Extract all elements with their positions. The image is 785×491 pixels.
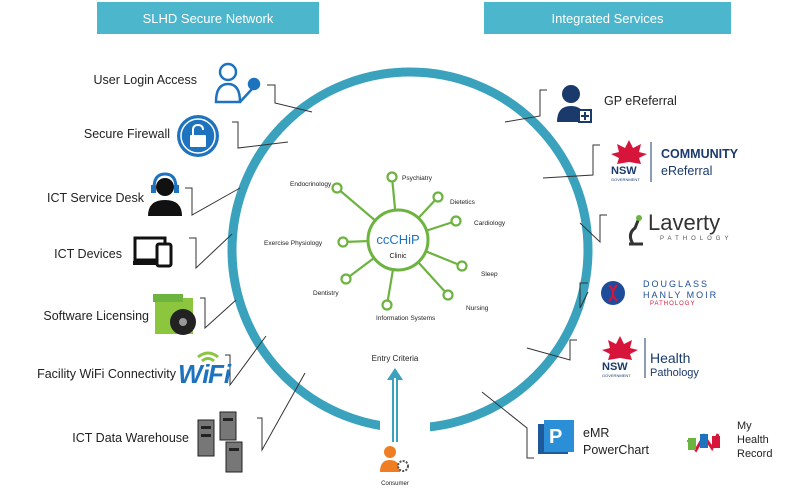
spoke-label: Cardiology	[474, 220, 506, 227]
consumer-icon	[380, 446, 409, 472]
clinic-hub	[366, 208, 430, 272]
my-health-record-icon	[686, 433, 720, 453]
clinic-subtitle: Clinic	[389, 253, 407, 260]
left-item-label: Software Licensing	[43, 309, 149, 323]
headset-user-icon	[148, 172, 182, 216]
right-connectors	[481, 89, 607, 459]
svg-text:Fi: Fi	[208, 359, 232, 389]
dhm-pathology-label: PATHOLOGY	[650, 301, 696, 307]
government-text-2: GOVERNMENT	[602, 373, 631, 378]
laverty-label: Laverty	[648, 210, 721, 235]
clinic-title: ccCHiP	[376, 232, 419, 247]
gp-ereferral-label: GP eReferral	[604, 94, 677, 108]
entry-criteria-label: Entry Criteria	[372, 354, 419, 363]
left-item-label: User Login Access	[93, 73, 197, 87]
left-item-label: ICT Data Warehouse	[72, 431, 189, 445]
nsw-text: NSW	[611, 165, 637, 177]
lock-icon	[177, 115, 219, 157]
entry-arrow	[387, 368, 403, 442]
integrated-services-header: Integrated Services	[484, 2, 731, 34]
left-item-label: ICT Devices	[54, 247, 122, 261]
health-record-label: Health	[737, 434, 769, 446]
nsw-text-2: NSW	[602, 361, 628, 373]
user-key-icon	[214, 62, 261, 104]
community-ereferral-label: eReferral	[661, 164, 713, 178]
devices-icon	[133, 236, 173, 268]
microscope-icon	[628, 215, 643, 246]
svg-text:Wi: Wi	[178, 359, 210, 389]
wifi-icon: Wi Fi	[178, 351, 232, 389]
spoke-label: Exercise Physiology	[264, 240, 323, 247]
powerchart-icon: P	[538, 420, 574, 454]
nsw-waratah-logo	[611, 140, 647, 164]
dhm-logo	[601, 281, 625, 305]
doctor-icon	[557, 85, 592, 123]
spoke-label: Nursing	[466, 305, 489, 312]
consumer-label: Consumer	[381, 481, 409, 487]
svg-text:P: P	[549, 426, 562, 448]
my-label: My	[737, 420, 752, 432]
nsw-waratah-logo-2	[602, 336, 638, 360]
slhd-network-header: SLHD Secure Network	[97, 2, 319, 34]
left-item-label: ICT Service Desk	[46, 191, 144, 205]
powerchart-label: PowerChart	[583, 443, 649, 457]
hanly-moir-label: HANLY MOIR	[643, 290, 719, 300]
spoke-label: Dentistry	[313, 290, 339, 297]
spoke-label: Psychiatry	[402, 175, 433, 182]
community-label: COMMUNITY	[661, 147, 739, 161]
laverty-pathology-label: PATHOLOGY	[660, 236, 733, 242]
spoke-label: Sleep	[481, 271, 498, 278]
government-text: GOVERNMENT	[611, 177, 640, 182]
software-box-icon	[153, 294, 196, 335]
servers-icon	[197, 411, 243, 473]
spoke-label: Dietetics	[450, 199, 476, 206]
left-connectors	[185, 84, 313, 452]
left-item-label: Secure Firewall	[83, 127, 170, 141]
douglass-label: DOUGLASS	[643, 279, 710, 289]
health-label: Health	[650, 350, 691, 366]
health-pathology-label: Pathology	[650, 367, 699, 379]
left-item-label: Facility WiFi Connectivity	[37, 367, 176, 381]
record-label: Record	[737, 448, 773, 460]
emr-label: eMR	[583, 426, 610, 440]
spoke-label: Endocrinology	[290, 181, 332, 188]
spoke-label: Information Systems	[376, 315, 436, 322]
